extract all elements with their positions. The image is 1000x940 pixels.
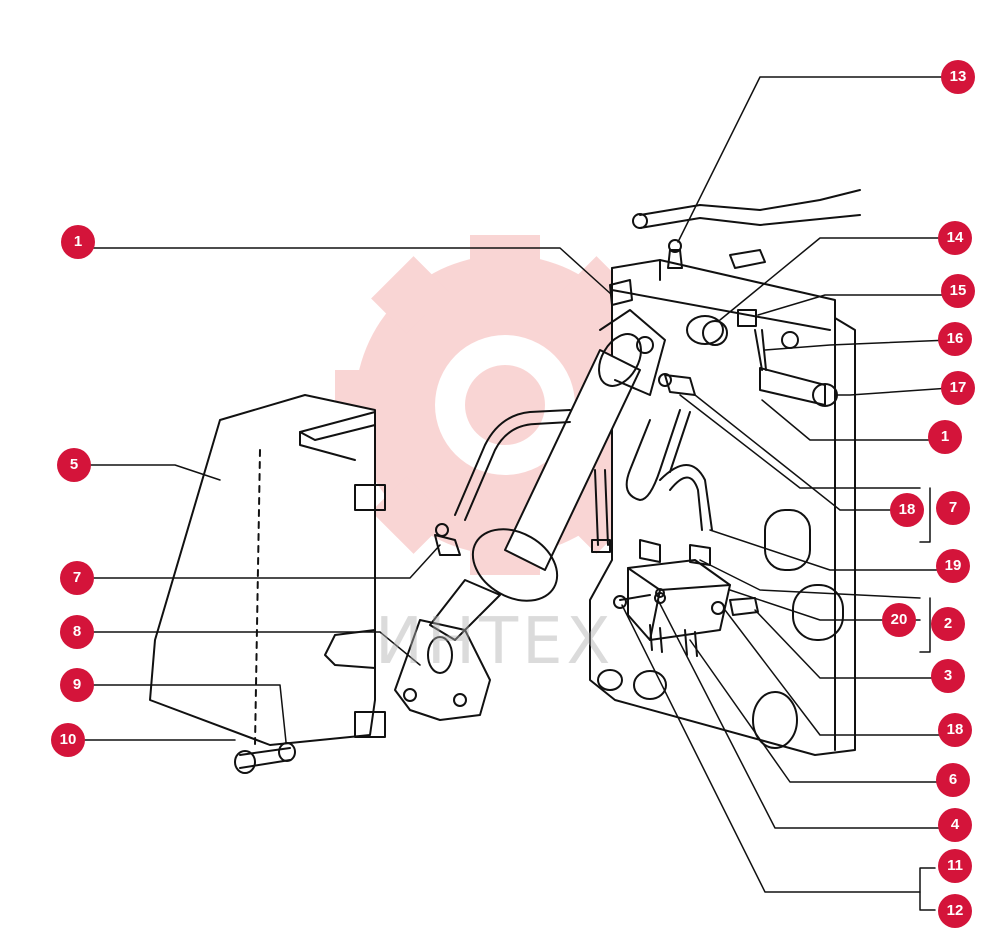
callout-2: 2 [931, 607, 965, 641]
callout-11: 11 [938, 849, 972, 883]
callout-6: 6 [936, 763, 970, 797]
plate-slot-upper [764, 509, 811, 571]
watermark-text: ИНТЕХ [375, 605, 615, 679]
cylinder-top-cap [598, 333, 642, 387]
callout-17: 17 [941, 371, 975, 405]
rod-clevis-hole-left [403, 688, 417, 702]
valve-washer [655, 588, 665, 598]
callout-14: 14 [938, 221, 972, 255]
callout-8: 8 [60, 615, 94, 649]
leader-lines [77, 76, 951, 911]
cylinder-top-fitting [609, 279, 633, 306]
callout-7: 7 [936, 491, 970, 525]
top-pipe [639, 189, 861, 229]
pipe-end-fitting [591, 539, 611, 553]
top-bracket [729, 249, 766, 269]
guard-bolt-head [234, 750, 256, 774]
guard-bolt [239, 747, 291, 769]
callout-16: 16 [938, 322, 972, 356]
clevis-top-hole [636, 336, 654, 354]
callout-7: 7 [60, 561, 94, 595]
o-ring-side [711, 601, 725, 615]
callout-18: 18 [938, 713, 972, 747]
cylinder-body [504, 349, 641, 571]
grease-nipple-tip [668, 239, 682, 253]
piston-rod [429, 579, 501, 641]
hose-left [454, 409, 571, 521]
hose-right [625, 409, 691, 501]
grease-nipple [667, 249, 683, 269]
valve-fitting-side [729, 597, 759, 616]
rod-clevis-slot [427, 636, 453, 674]
callout-18: 18 [890, 493, 924, 527]
plate-hole-lower-left [633, 670, 667, 700]
guard-inner-edge [299, 431, 356, 461]
o-ring-top [658, 373, 672, 387]
callout-20: 20 [882, 603, 916, 637]
guard-cover [149, 394, 376, 746]
plate-slot-lower [792, 584, 844, 641]
callout-13: 13 [941, 60, 975, 94]
callout-19: 19 [936, 549, 970, 583]
elbow-fitting-left [434, 534, 461, 556]
cylinder-clevis-top [599, 309, 666, 396]
callout-12: 12 [938, 894, 972, 928]
valve-stud-1 [649, 624, 663, 653]
callout-5: 5 [57, 448, 91, 482]
callout-1: 1 [928, 420, 962, 454]
elbow-fitting-left-nut [435, 523, 449, 537]
guard-tab-lower [354, 711, 386, 738]
top-pipe-end [632, 213, 648, 229]
plate-hole-lower-right [752, 691, 798, 749]
guard-tab-upper [354, 484, 386, 511]
cylinder-gland [471, 528, 559, 602]
hose-loop [659, 464, 713, 531]
callout-4: 4 [938, 808, 972, 842]
callout-15: 15 [941, 274, 975, 308]
union-fitting-inner [702, 320, 728, 346]
callout-3: 3 [931, 659, 965, 693]
rod-clevis [394, 619, 491, 721]
guard-cutout [324, 629, 376, 669]
union-fitting [686, 315, 724, 345]
guard-top-flap [299, 411, 376, 441]
valve-fitting-top-1 [639, 539, 661, 563]
callout-1: 1 [61, 225, 95, 259]
guard-washer [278, 742, 296, 762]
plate-top-edge [611, 259, 831, 331]
callout-10: 10 [51, 723, 85, 757]
valve-stud-2 [684, 629, 698, 657]
valve-bolt-head [613, 595, 627, 609]
rod-clevis-hole-right [453, 693, 467, 707]
split-pin [754, 329, 767, 371]
nut-fitting [737, 309, 757, 327]
plate-hole-bottom [597, 669, 623, 691]
pipe-down [594, 469, 609, 546]
guard-dash-line [254, 449, 261, 746]
callout-9: 9 [60, 668, 94, 702]
